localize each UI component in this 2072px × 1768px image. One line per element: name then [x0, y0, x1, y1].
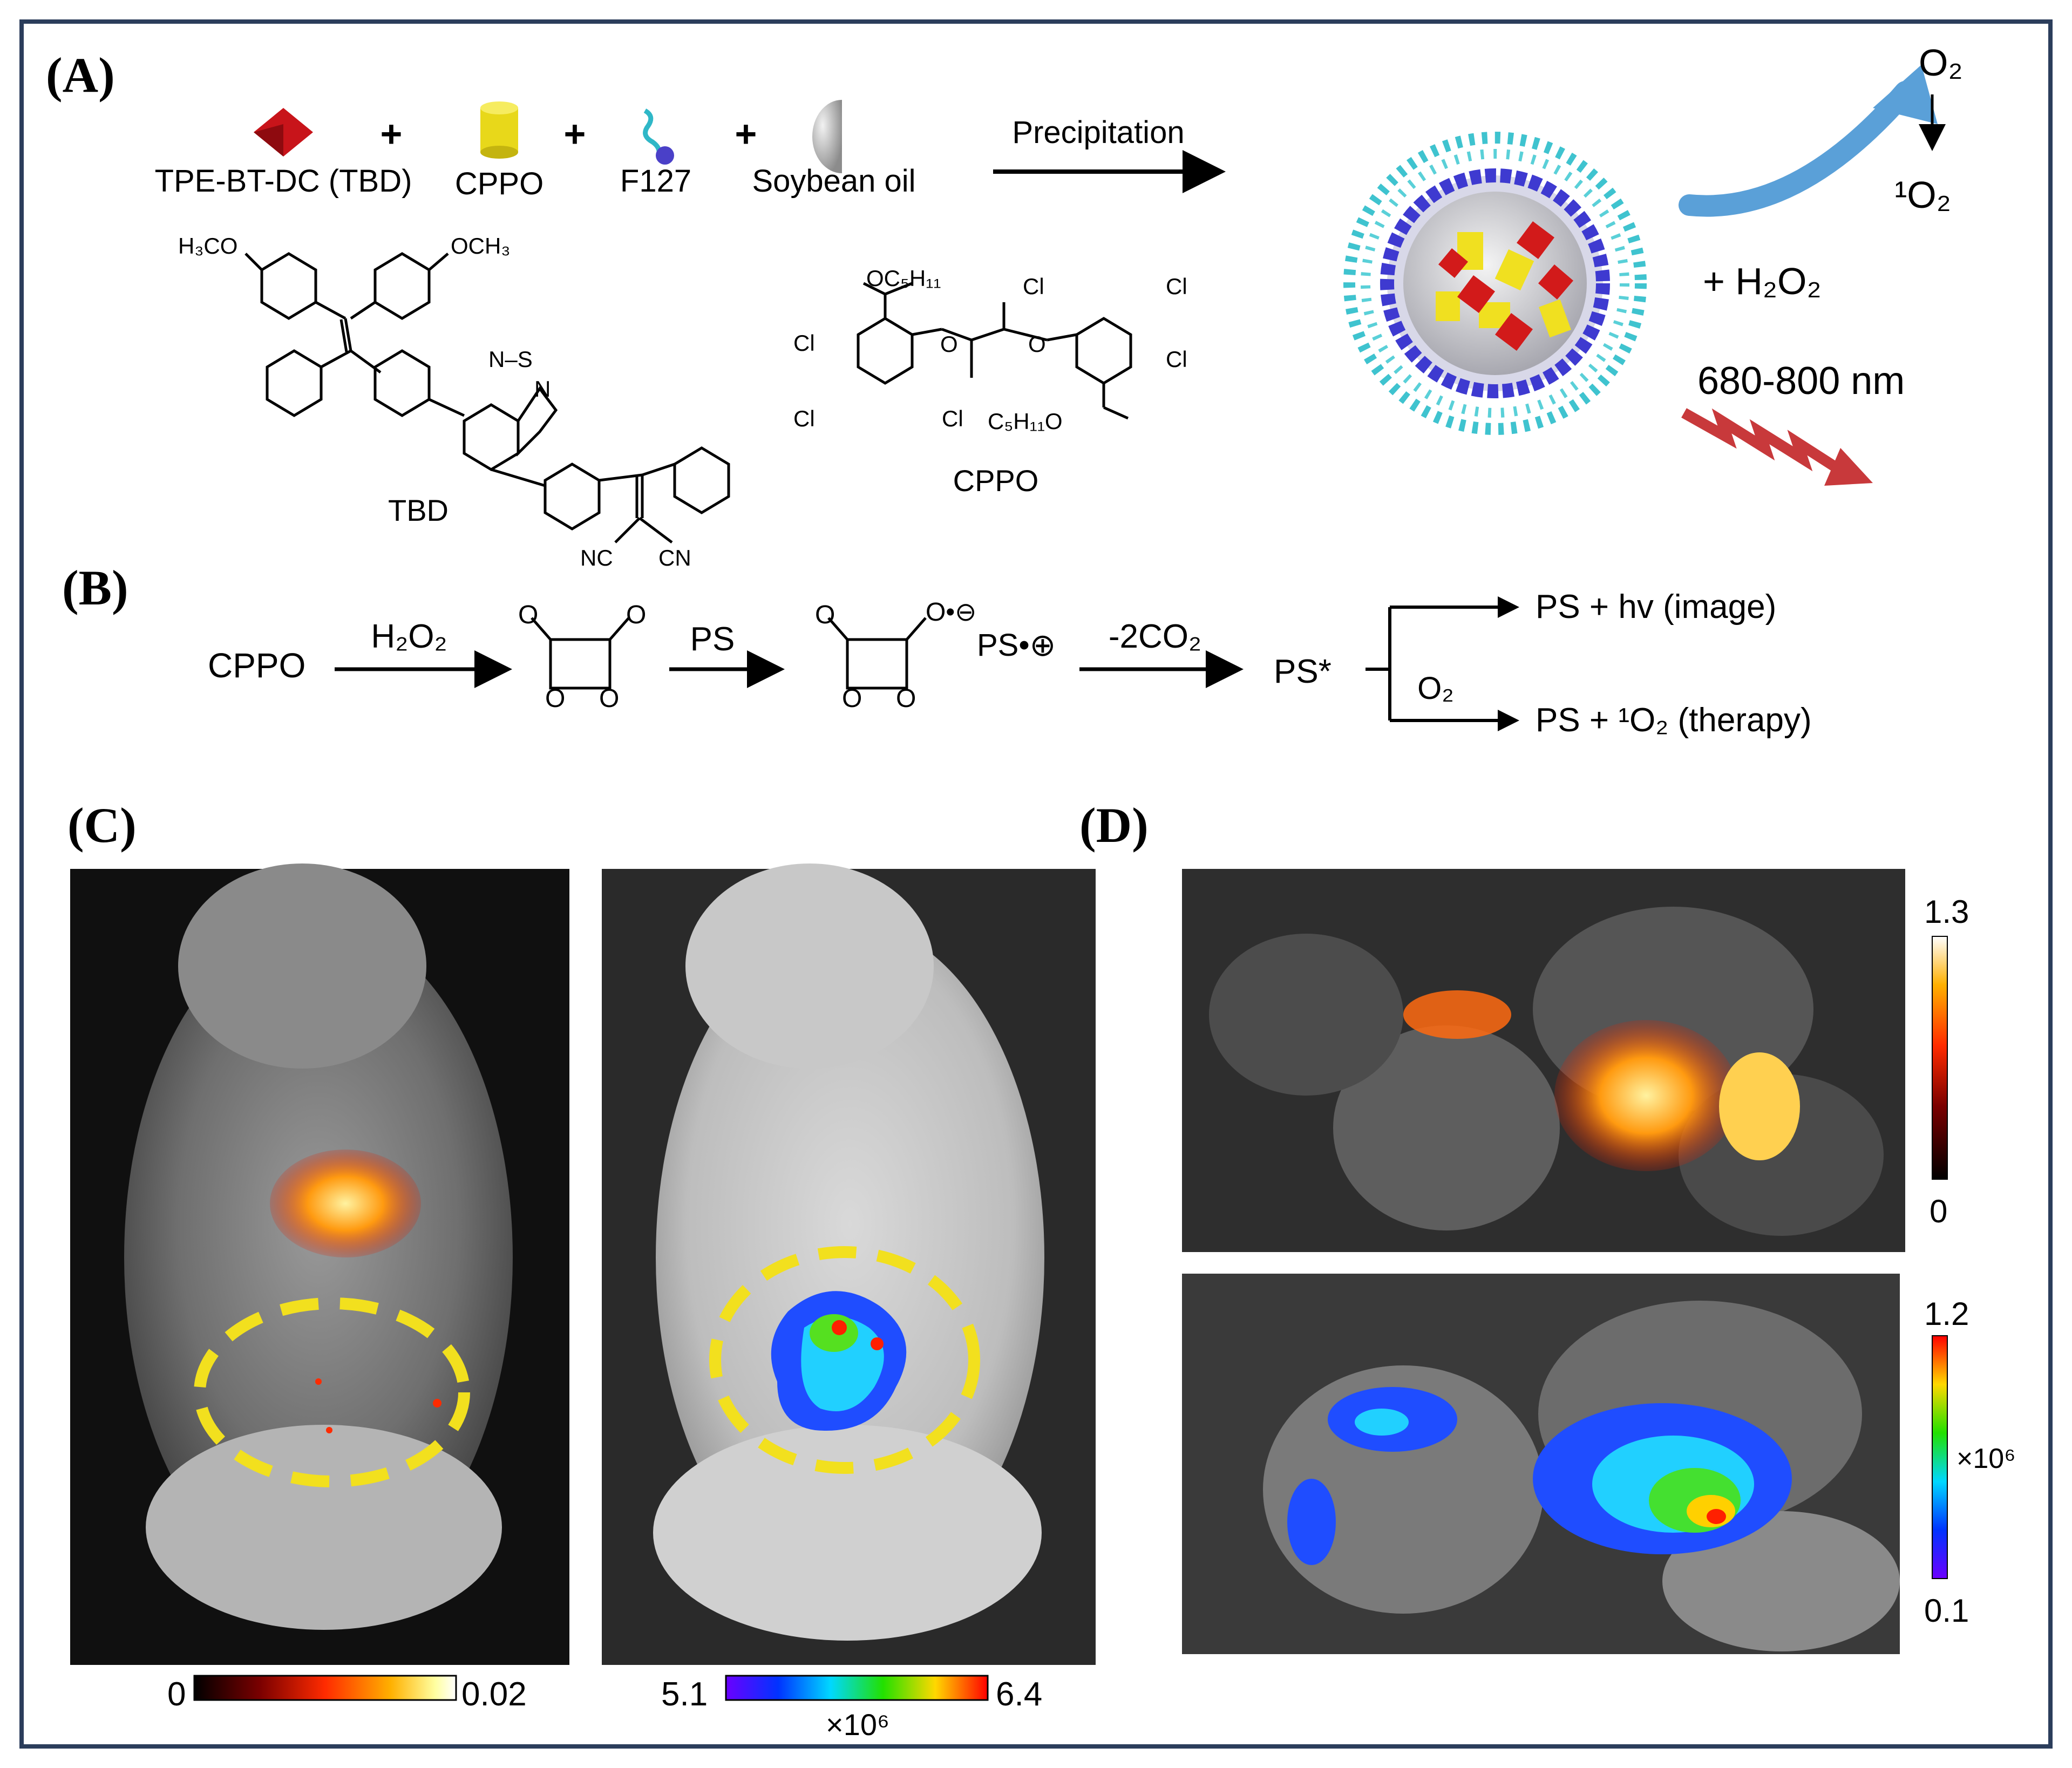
colorbar-max-label: 1.3: [1924, 894, 1969, 930]
ps-radical-cation-label: PS•⊕: [977, 628, 1056, 663]
colorbar-max-label: 1.2: [1924, 1296, 1969, 1332]
colorbar-unit-label: ×10⁶: [1956, 1443, 2016, 1474]
organ-signal: [1554, 1020, 1738, 1171]
co2-release-label: -2CO₂: [1109, 618, 1201, 655]
colorbar-rainbow-vertical: [1932, 1335, 1948, 1579]
colorbar-hot-vertical: [1932, 936, 1948, 1180]
emission-zigzag-arrow: [1681, 408, 1838, 472]
tbd-label-h3co: H₃CO: [178, 233, 237, 259]
colorbar-max-label: 6.4: [996, 1676, 1042, 1713]
liver-signal: [270, 1150, 421, 1257]
cppo-name-label: CPPO: [953, 464, 1039, 498]
colorbar-min-label: 0.1: [1924, 1593, 1969, 1629]
colorbar-unit-label: ×10⁶: [826, 1708, 889, 1742]
image-branch-label: PS + hv (image): [1536, 588, 1776, 625]
oxygen-label: O₂: [1919, 42, 1963, 84]
tbd-name-label: TBD: [388, 493, 449, 527]
colorbar-rainbow: [725, 1675, 989, 1701]
radical-o-label: O: [842, 684, 862, 713]
dioxetane-o-label: O: [545, 684, 565, 713]
tumor-region-outline: [194, 1297, 470, 1487]
red-cube-icon: [254, 108, 313, 157]
ps-reagent-label: PS: [690, 621, 735, 658]
polymer-chain-icon: [643, 108, 674, 165]
plus-sign: +: [564, 113, 586, 155]
panel-c: (C) 0 0.02: [67, 798, 1096, 1742]
colorbar-min-label: 0: [1930, 1193, 1947, 1229]
tbd-label-och3: OCH₃: [451, 233, 510, 259]
tbd-structure: [244, 252, 730, 543]
oxygen-activation-arrow: [1679, 81, 1916, 217]
radical-o-label: O: [815, 601, 835, 629]
plus-sign: +: [381, 113, 403, 155]
colorbar-hot: [193, 1675, 457, 1701]
panel-d-label: (D): [1079, 798, 1149, 853]
panel-b-label: (B): [62, 560, 128, 615]
tumor-region-outline: [709, 1246, 980, 1474]
ps-excited-label: PS*: [1274, 653, 1331, 690]
reagent-label-cppo: CPPO: [455, 166, 544, 201]
yellow-cylinder-icon: [480, 101, 518, 159]
hydrogen-peroxide-label: + H₂O₂: [1703, 260, 1822, 302]
reagent-label-soybean-oil: Soybean oil: [752, 164, 915, 199]
panel-a-label: (A): [46, 47, 115, 103]
radical-anion-structure: [827, 617, 927, 690]
dioxetane-o-label: O: [599, 684, 619, 713]
cppo-label-cl: Cl: [1166, 274, 1187, 299]
arrow-head-icon: [1498, 596, 1519, 618]
cppo-label-cl: Cl: [942, 406, 963, 431]
dioxetane-o-label: O: [626, 601, 646, 629]
cppo-label-cl: Cl: [793, 406, 815, 431]
panel-a: (A) + + + TPE-BT-DC (TBD) CPPO F127 Soyb…: [46, 42, 1963, 570]
panel-b: (B) CPPO H₂O₂ O O O O PS O O•⊖ O O PS•⊕ …: [62, 560, 1812, 739]
tbd-label-nc: NC: [580, 545, 613, 570]
oil-droplet-icon: [812, 100, 842, 173]
tbd-label-n: N: [534, 376, 551, 402]
colorbar-min-label: 0: [167, 1676, 186, 1713]
plus-sign: +: [735, 113, 757, 155]
mouse-bioluminescence-image: [602, 863, 1096, 1665]
arrow-head-icon: [1498, 710, 1519, 731]
organ-bioluminescence-image: [1182, 1274, 1900, 1654]
dioxetane-o-label: O: [518, 601, 538, 629]
o2-branch-label: O₂: [1417, 671, 1454, 706]
radical-o-label: O: [896, 684, 916, 713]
cppo-label-oc5h11: OC₅H₁₁: [866, 266, 941, 291]
cppo-label-cl: Cl: [793, 330, 815, 356]
panel-d: (D) 1.3 0: [1079, 798, 2016, 1654]
arrow-head-icon: [1824, 448, 1873, 486]
emission-wavelength-label: 680-800 nm: [1697, 359, 1905, 403]
dioxetanedione-structure: [531, 617, 630, 690]
organ-chemiluminescence-image: [1182, 869, 1905, 1252]
cppo-start-label: CPPO: [208, 646, 305, 685]
cppo-label-cl: Cl: [1023, 274, 1044, 299]
precipitation-label: Precipitation: [1012, 115, 1184, 150]
radical-anion-label: O•⊖: [926, 598, 976, 627]
therapy-branch-label: PS + ¹O₂ (therapy): [1536, 702, 1812, 739]
cppo-label-o: O: [940, 331, 958, 357]
arrow-head-icon: [1873, 65, 1938, 124]
cppo-label-c5h11o: C₅H₁₁O: [988, 409, 1063, 434]
mouse-chemiluminescence-image: [70, 863, 569, 1665]
singlet-oxygen-label: ¹O₂: [1894, 174, 1951, 216]
nanoparticle-illustration: [1343, 132, 1647, 435]
tbd-label-ns: N–S: [488, 346, 533, 372]
panel-c-label: (C): [67, 798, 137, 853]
cppo-structure: [857, 282, 1132, 420]
colorbar-min-label: 5.1: [661, 1676, 708, 1713]
tbd-label-cn: CN: [658, 545, 691, 570]
cppo-label-cl: Cl: [1166, 346, 1187, 372]
reagent-label-tbd: TPE-BT-DC (TBD): [155, 164, 412, 199]
branch-lines: [1366, 606, 1511, 722]
cppo-label-o: O: [1028, 331, 1046, 357]
h2o2-reagent-label: H₂O₂: [371, 618, 447, 655]
reagent-label-f127: F127: [620, 164, 691, 199]
colorbar-max-label: 0.02: [461, 1676, 527, 1713]
